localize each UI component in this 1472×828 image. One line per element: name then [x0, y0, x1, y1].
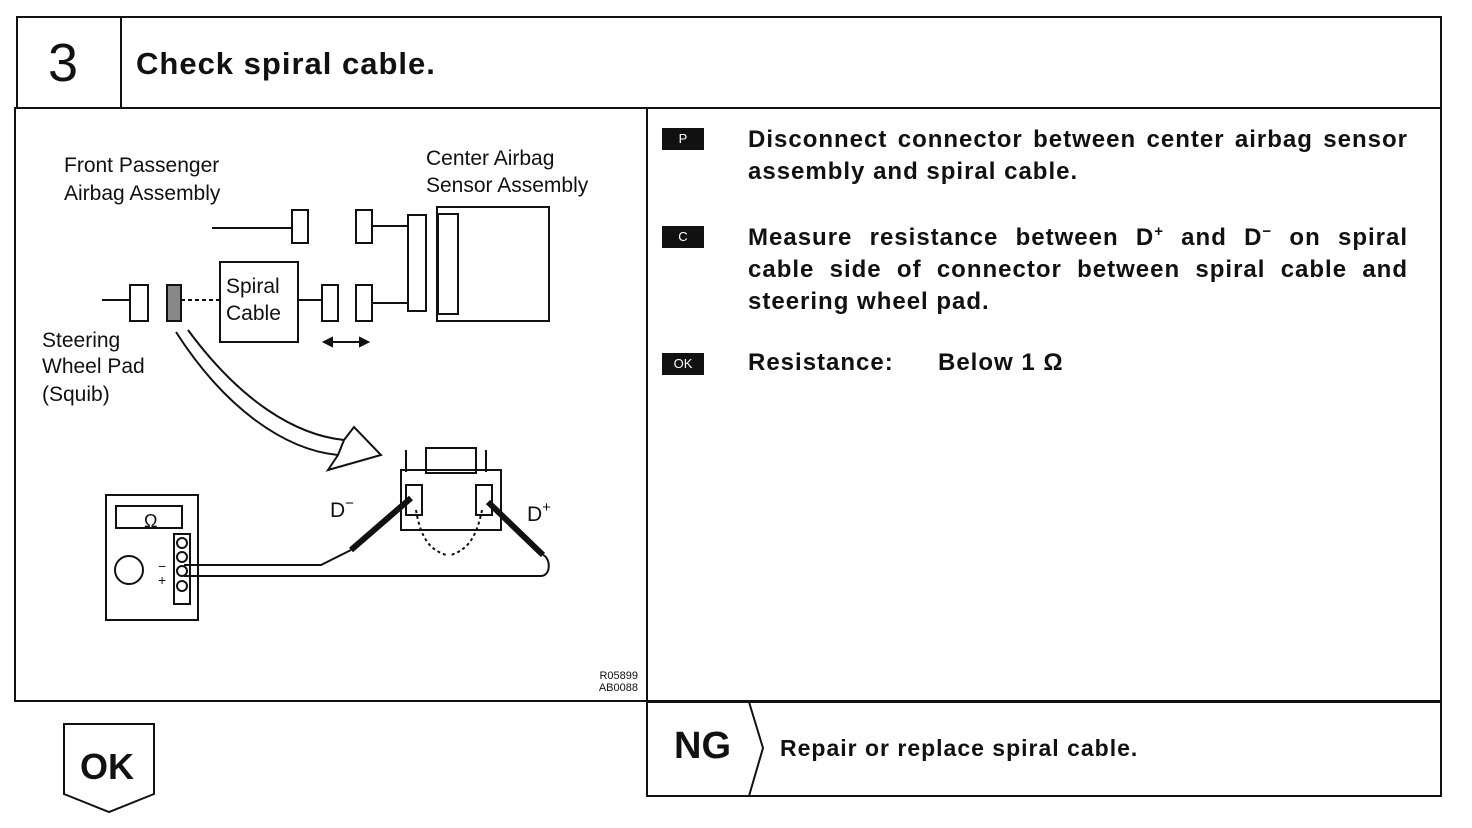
instruction-measure: Measure resistance between D+ and D− on … — [748, 222, 1408, 318]
figure-code-1: R05899 — [599, 670, 638, 682]
center-sensor-connector — [437, 213, 459, 315]
squib-connector — [166, 284, 182, 322]
instruction-disconnect: Disconnect connector between center airb… — [748, 126, 1408, 185]
ng-action-text: Repair or replace spiral cable. — [780, 735, 1139, 761]
label-steering-3: (Squib) — [42, 383, 110, 406]
front-passenger-connector — [291, 209, 309, 244]
label-probe-minus: D− — [330, 495, 354, 524]
meter-ohm-label: Ω — [144, 511, 158, 531]
label-steering-2: Wheel Pad — [42, 355, 145, 378]
label-center-sensor-2: Sensor Assembly — [426, 174, 589, 197]
ok-icon: OK — [662, 353, 704, 375]
probe-minus-sign: − — [345, 495, 354, 512]
check-icon: C — [662, 226, 704, 248]
step-divider — [120, 16, 122, 109]
ok-label: OK — [80, 746, 134, 787]
diagram-panel — [14, 107, 648, 702]
ok-arrow-box — [63, 723, 155, 814]
instruction-panel — [646, 107, 1442, 702]
step-number: 3 — [48, 33, 79, 93]
label-spiral-2: Cable — [226, 302, 281, 325]
label-probe-plus: D+ — [527, 499, 551, 528]
label-spiral-1: Spiral — [226, 275, 280, 298]
label-front-passenger-2: Airbag Assembly — [64, 182, 221, 205]
measure-text-c: on spiral cable side of connector betwee… — [748, 224, 1408, 315]
preparation-icon: P — [662, 128, 704, 150]
measure-sup-a: + — [1154, 223, 1164, 240]
probe-plus-letter: D — [527, 503, 543, 526]
figure-code-2: AB0088 — [598, 682, 638, 694]
measure-text-a: Measure resistance between D — [748, 224, 1155, 251]
sensor-side-connector — [355, 284, 373, 322]
meter-plus-label: + — [158, 572, 167, 588]
connector-detail — [400, 469, 502, 531]
front-passenger-mate — [355, 209, 373, 244]
ng-label: NG — [674, 725, 731, 767]
harness-bar — [407, 214, 427, 312]
meter-minus-label: − — [158, 558, 167, 574]
measure-text-b: and D — [1163, 224, 1263, 251]
probe-plus-sign: + — [542, 499, 551, 516]
measure-sup-b: − — [1262, 223, 1273, 240]
probe-minus-letter: D — [330, 499, 346, 522]
spiral-cable-connector — [321, 284, 339, 322]
label-steering-1: Steering — [42, 329, 121, 352]
ng-box — [646, 701, 1442, 797]
result-label: Resistance: — [748, 349, 894, 376]
label-front-passenger-1: Front Passenger — [64, 154, 220, 177]
spiral-cable-box — [219, 261, 299, 343]
wiring-diagram — [102, 206, 550, 621]
label-center-sensor-1: Center Airbag — [426, 147, 555, 170]
steering-connector — [129, 284, 149, 322]
result-value: Below 1 Ω — [938, 349, 1064, 376]
ohmmeter — [105, 494, 199, 621]
step-title: Check spiral cable. — [136, 46, 436, 81]
